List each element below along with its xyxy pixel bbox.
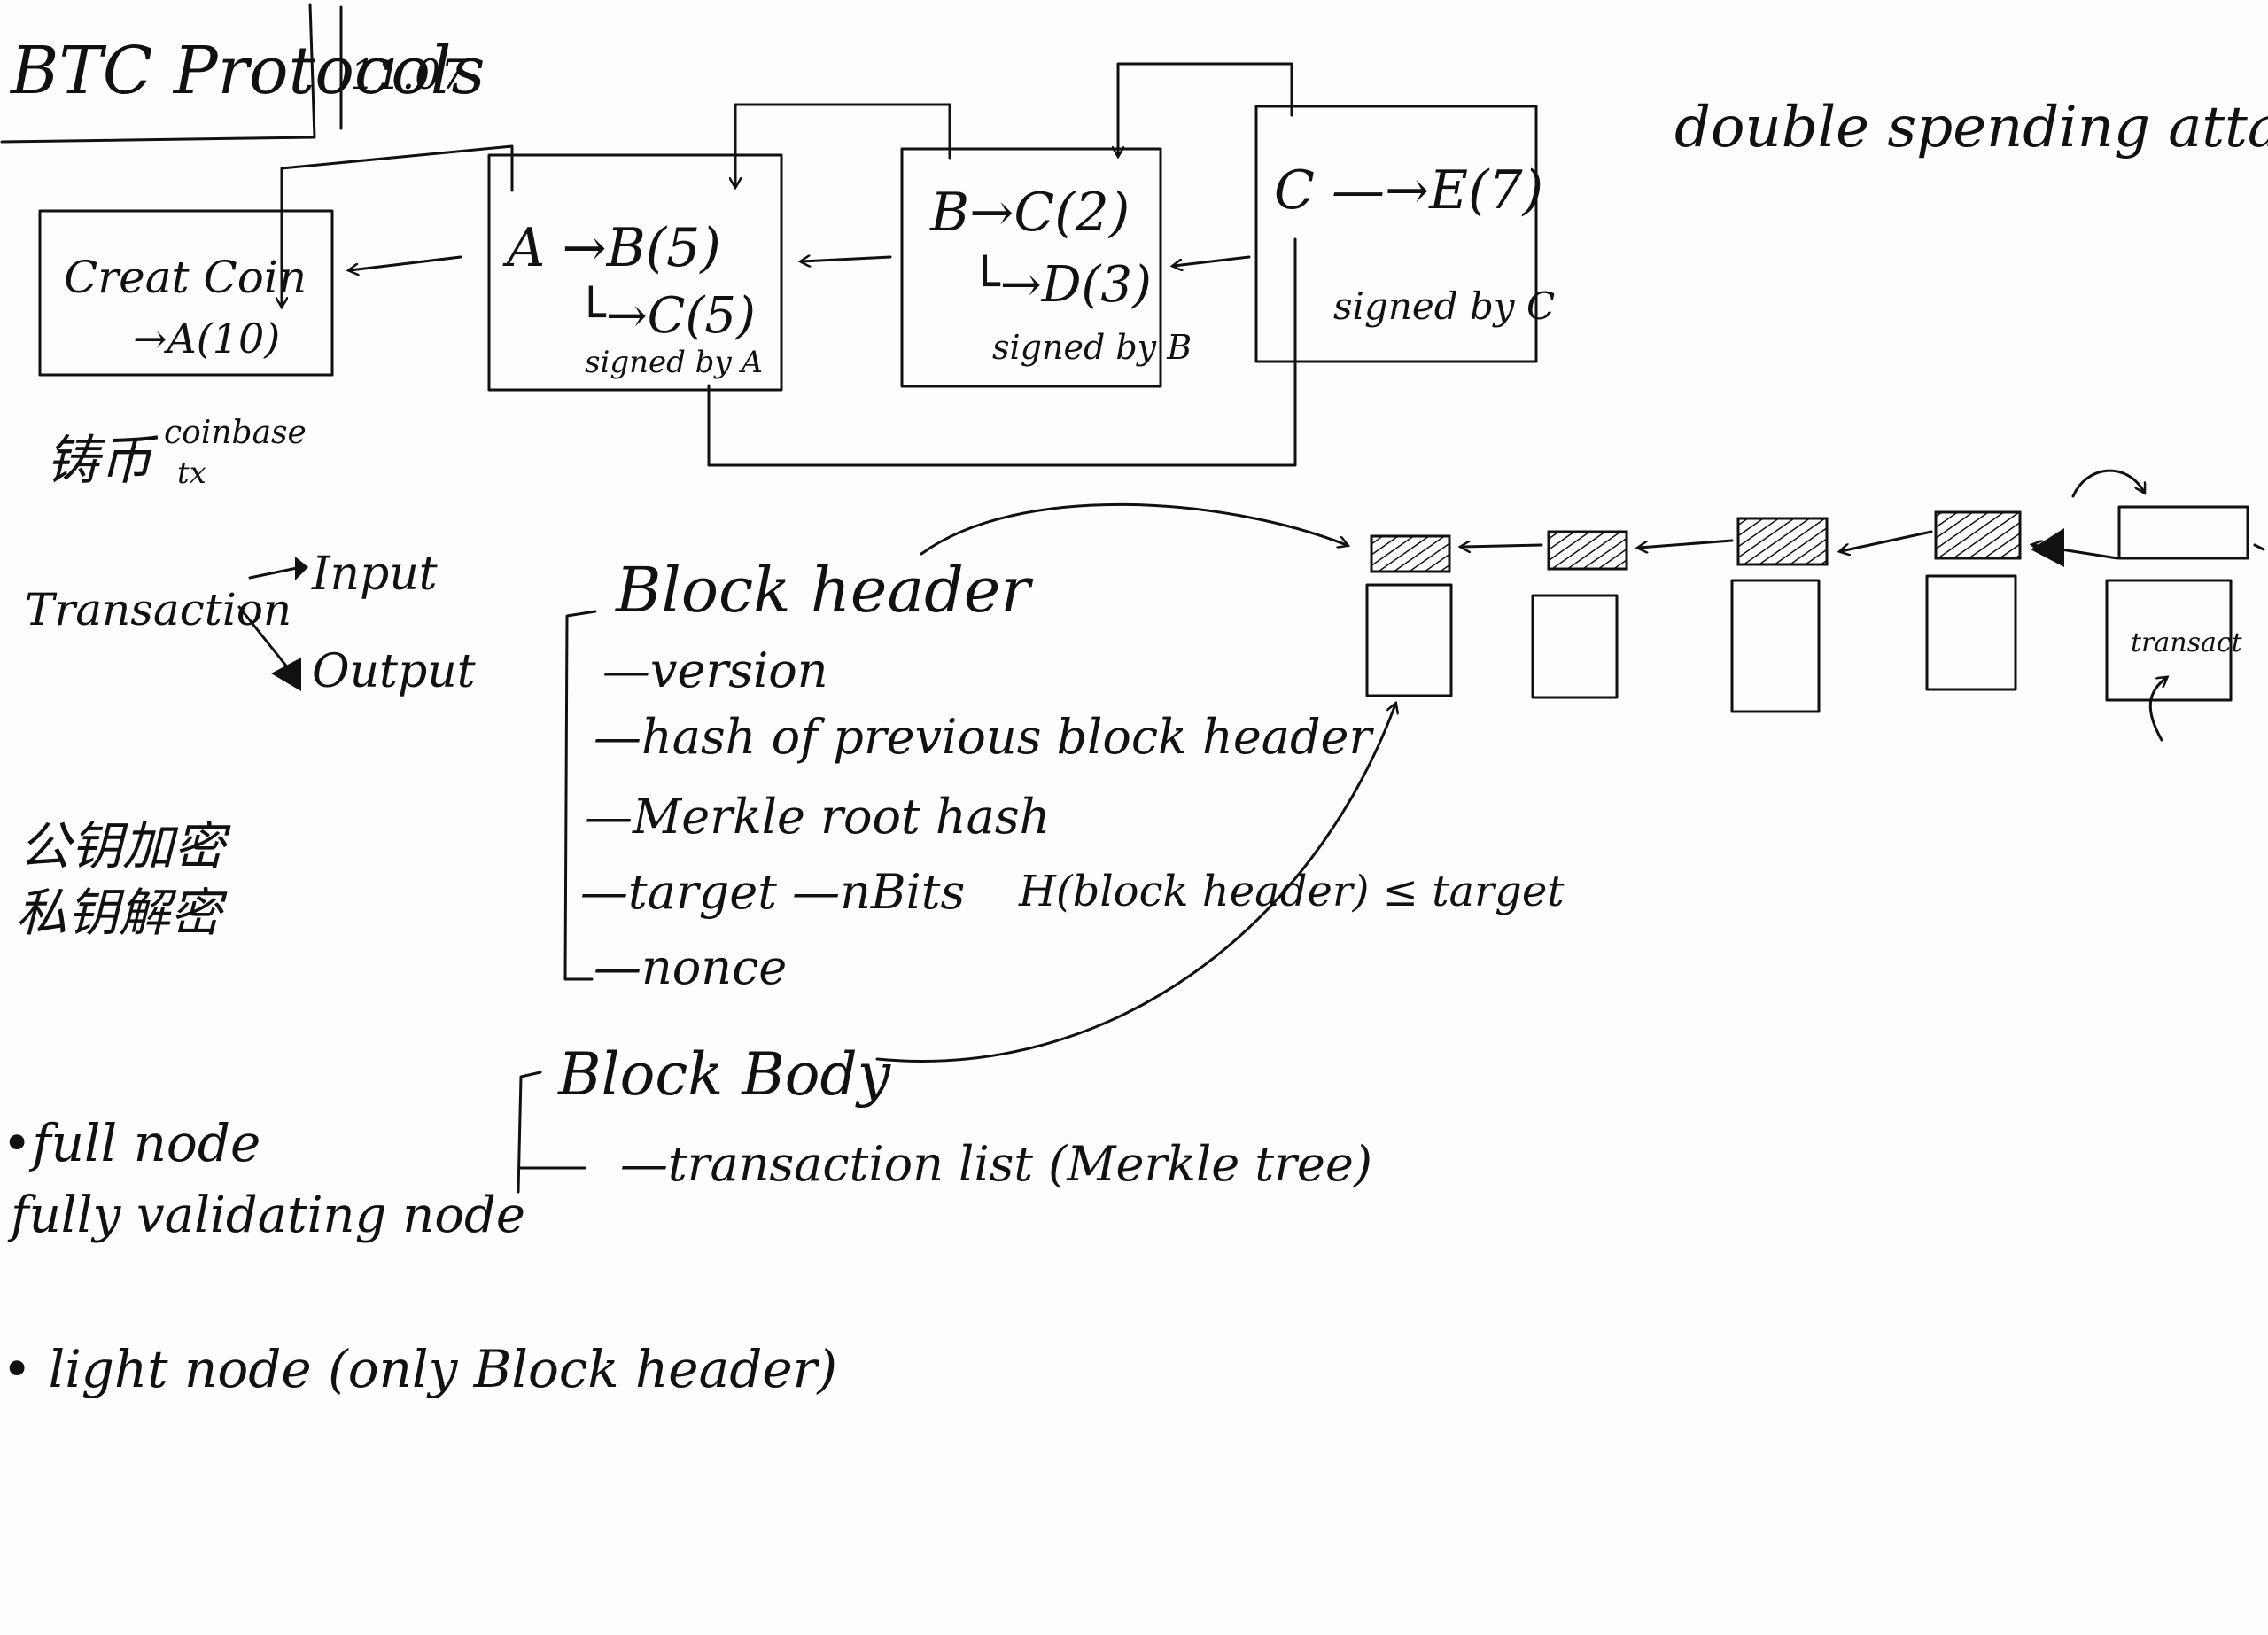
block-header-title: Block header bbox=[614, 554, 1033, 627]
light-node-line1: • light node (only Block header) bbox=[2, 1339, 837, 1399]
coinbase-line2: →A(10) bbox=[133, 315, 280, 362]
tx-b-line2: └→D(3) bbox=[970, 254, 1152, 314]
transaction-label: Transaction bbox=[25, 584, 291, 635]
transaction-output-arrow bbox=[237, 605, 294, 675]
tx-c-signed: signed by C bbox=[1333, 284, 1555, 328]
link-c-to-b-output bbox=[1118, 62, 1293, 155]
arrow-b-to-a bbox=[802, 257, 892, 261]
block-header-field-prev-hash: —hash of previous block header bbox=[594, 709, 1375, 765]
transaction-input-arrow bbox=[248, 565, 303, 580]
tx-box-a: A →B(5) └→C(5) signed by A bbox=[487, 153, 783, 392]
tx-box-c-frame bbox=[1254, 105, 1538, 363]
output-arrowhead bbox=[271, 658, 301, 691]
tx-b-signed: signed by B bbox=[992, 328, 1192, 367]
block-body-item: —transaction list (Merkle tree) bbox=[620, 1136, 1372, 1192]
tx-a-line2: └→C(5) bbox=[576, 285, 756, 345]
full-node-line2: fully validating node bbox=[7, 1187, 525, 1244]
header-to-block-arrow bbox=[920, 502, 1347, 556]
link-a-to-coinbase-output bbox=[282, 144, 514, 306]
transaction-output: Output bbox=[312, 645, 476, 698]
chain-block-1-header bbox=[1370, 534, 1451, 573]
block-body-title: Block Body bbox=[557, 1040, 891, 1109]
coinbase-line1: Creat Coin bbox=[64, 252, 307, 303]
coinbase-box: Creat Coin →A(10) bbox=[38, 209, 334, 377]
tx-box-b: B→C(2) └→D(3) signed by B bbox=[900, 147, 1192, 388]
coinbase-frame bbox=[38, 209, 334, 377]
page-date: 11.07 bbox=[350, 51, 467, 98]
chain-arrow-4-3 bbox=[1841, 530, 1933, 551]
full-node-line1: •full node bbox=[2, 1113, 260, 1173]
chain-block-3-header bbox=[1736, 517, 1829, 566]
chain-block-5-header bbox=[2117, 505, 2249, 560]
arrow-a-to-coinbase bbox=[350, 255, 462, 270]
private-key-note: 私钥解密 bbox=[16, 883, 228, 943]
title-group: BTC Protocols 11.07 bbox=[0, 3, 485, 144]
chain-block-3-body bbox=[1730, 579, 1821, 713]
chain-arrow-2-1 bbox=[1462, 545, 1543, 547]
chain-block-5-body bbox=[2105, 579, 2233, 702]
fork-curve-bottom bbox=[2148, 678, 2166, 742]
chain-block-3 bbox=[1730, 517, 1829, 713]
node-types: •full node fully validating node • light… bbox=[2, 1113, 837, 1399]
chain-arrow-edge bbox=[2253, 543, 2265, 551]
chain-block-1 bbox=[1365, 534, 1453, 697]
block-header-field-nonce: —nonce bbox=[594, 939, 787, 995]
chain-block-2 bbox=[1531, 530, 1628, 699]
block-header-condition: H(block header) ≤ target bbox=[1018, 867, 1565, 916]
block-header-bracket bbox=[563, 610, 597, 981]
coinbase-note-en-1: coinbase bbox=[164, 415, 307, 451]
transaction-input: Input bbox=[311, 548, 438, 601]
title-frame bbox=[0, 3, 316, 144]
block-header-field-version: —version bbox=[602, 642, 828, 698]
chain-block-4 bbox=[1925, 510, 2022, 691]
chain-block-2-header bbox=[1547, 530, 1628, 571]
tx-c-line1: C —→E(7) bbox=[1274, 160, 1543, 222]
block-body-bracket bbox=[517, 1071, 586, 1194]
chain-block-1-body bbox=[1365, 583, 1453, 697]
block-body-group: Block Body —transaction list (Merkle tre… bbox=[517, 1040, 1372, 1194]
body-to-block-arrow bbox=[875, 705, 1395, 1063]
tx-box-b-frame bbox=[900, 147, 1162, 388]
coinbase-note-cn: 铸币 bbox=[46, 430, 159, 492]
chain-block-5: transact bbox=[2105, 505, 2249, 702]
link-c-to-a-output bbox=[707, 237, 1297, 467]
block-header-field-target: —target —nBits bbox=[580, 864, 965, 920]
coinbase-note-en-2: tx bbox=[177, 455, 206, 491]
page-title: BTC Protocols bbox=[9, 33, 485, 109]
double-spending-heading: double spending attack bbox=[1674, 95, 2268, 160]
tx-box-c: C —→E(7) signed by C bbox=[1254, 105, 1555, 363]
block-header-field-merkle-root: —Merkle root hash bbox=[585, 789, 1050, 845]
public-key-note: 公钥加密 bbox=[19, 816, 231, 876]
chain-block-5-label: transact bbox=[2131, 627, 2243, 658]
tx-a-signed: signed by A bbox=[585, 345, 763, 380]
chain-block-4-header bbox=[1934, 510, 2022, 560]
block-header-group: Block header —version —hash of previous … bbox=[563, 554, 1565, 995]
tx-a-line1: A →B(5) bbox=[502, 217, 721, 279]
transaction-group: Transaction Input Output bbox=[25, 548, 476, 698]
chain-block-4-body bbox=[1925, 574, 2017, 691]
arrow-c-to-b bbox=[1174, 255, 1251, 266]
tx-b-line1: B→C(2) bbox=[929, 182, 1130, 244]
fork-curve-top bbox=[2071, 469, 2144, 498]
chain-arrow-3-2 bbox=[1639, 539, 1734, 548]
input-arrowhead bbox=[295, 557, 308, 580]
chain-arrowhead-filled bbox=[2031, 528, 2064, 567]
tx-box-a-frame bbox=[487, 153, 783, 392]
chain-block-2-body bbox=[1531, 594, 1619, 699]
link-b-to-a-output bbox=[735, 103, 951, 186]
blockchain: transact bbox=[1365, 469, 2265, 742]
